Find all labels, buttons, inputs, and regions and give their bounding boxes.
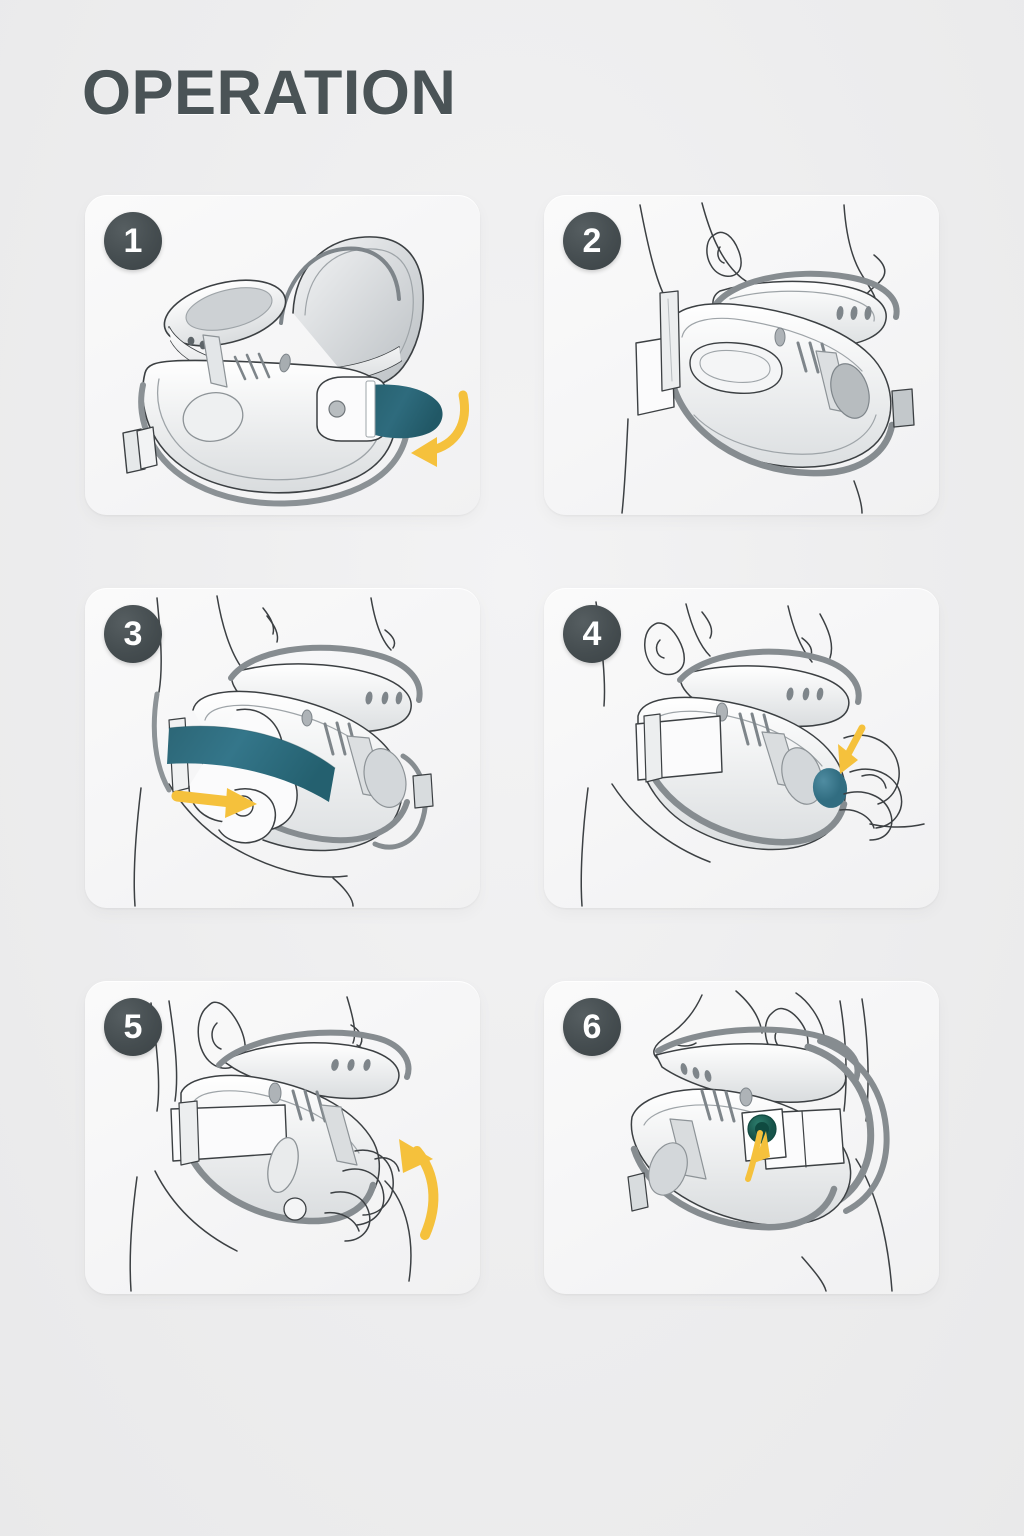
step-panel-1[interactable]: 1 (85, 195, 480, 515)
hand-lifting-collar-icon (129, 996, 439, 1292)
step-panel-6[interactable]: 6 (544, 981, 939, 1294)
page-title: OPERATION (82, 58, 457, 128)
step-panel-2[interactable]: 2 (544, 195, 939, 515)
step-badge-4: 4 (563, 605, 621, 663)
hand-pulling-strap-icon (133, 595, 434, 907)
step-panel-3[interactable]: 3 (85, 588, 480, 908)
step-panel-4[interactable]: 4 (544, 588, 939, 908)
curved-arrow-up-icon (399, 1139, 439, 1240)
curved-arrow-down-left-icon (411, 390, 469, 467)
step-panel-5[interactable]: 5 (85, 981, 480, 1294)
step-grid: 1 (85, 195, 939, 1294)
step-badge-1: 1 (104, 212, 162, 270)
step-badge-5: 5 (104, 998, 162, 1056)
straight-arrow-right-icon (171, 788, 257, 818)
step-badge-2: 2 (563, 212, 621, 270)
small-arrow-up-left-icon (838, 724, 866, 774)
small-arrow-down-icon (745, 1130, 770, 1182)
hand-adjusting-knob-icon (580, 601, 925, 907)
collar-fastened-icon (627, 990, 893, 1292)
collar-on-neck-icon (621, 202, 915, 514)
step-badge-3: 3 (104, 605, 162, 663)
cervical-collar-open-icon (122, 236, 469, 507)
step-badge-6: 6 (563, 998, 621, 1056)
